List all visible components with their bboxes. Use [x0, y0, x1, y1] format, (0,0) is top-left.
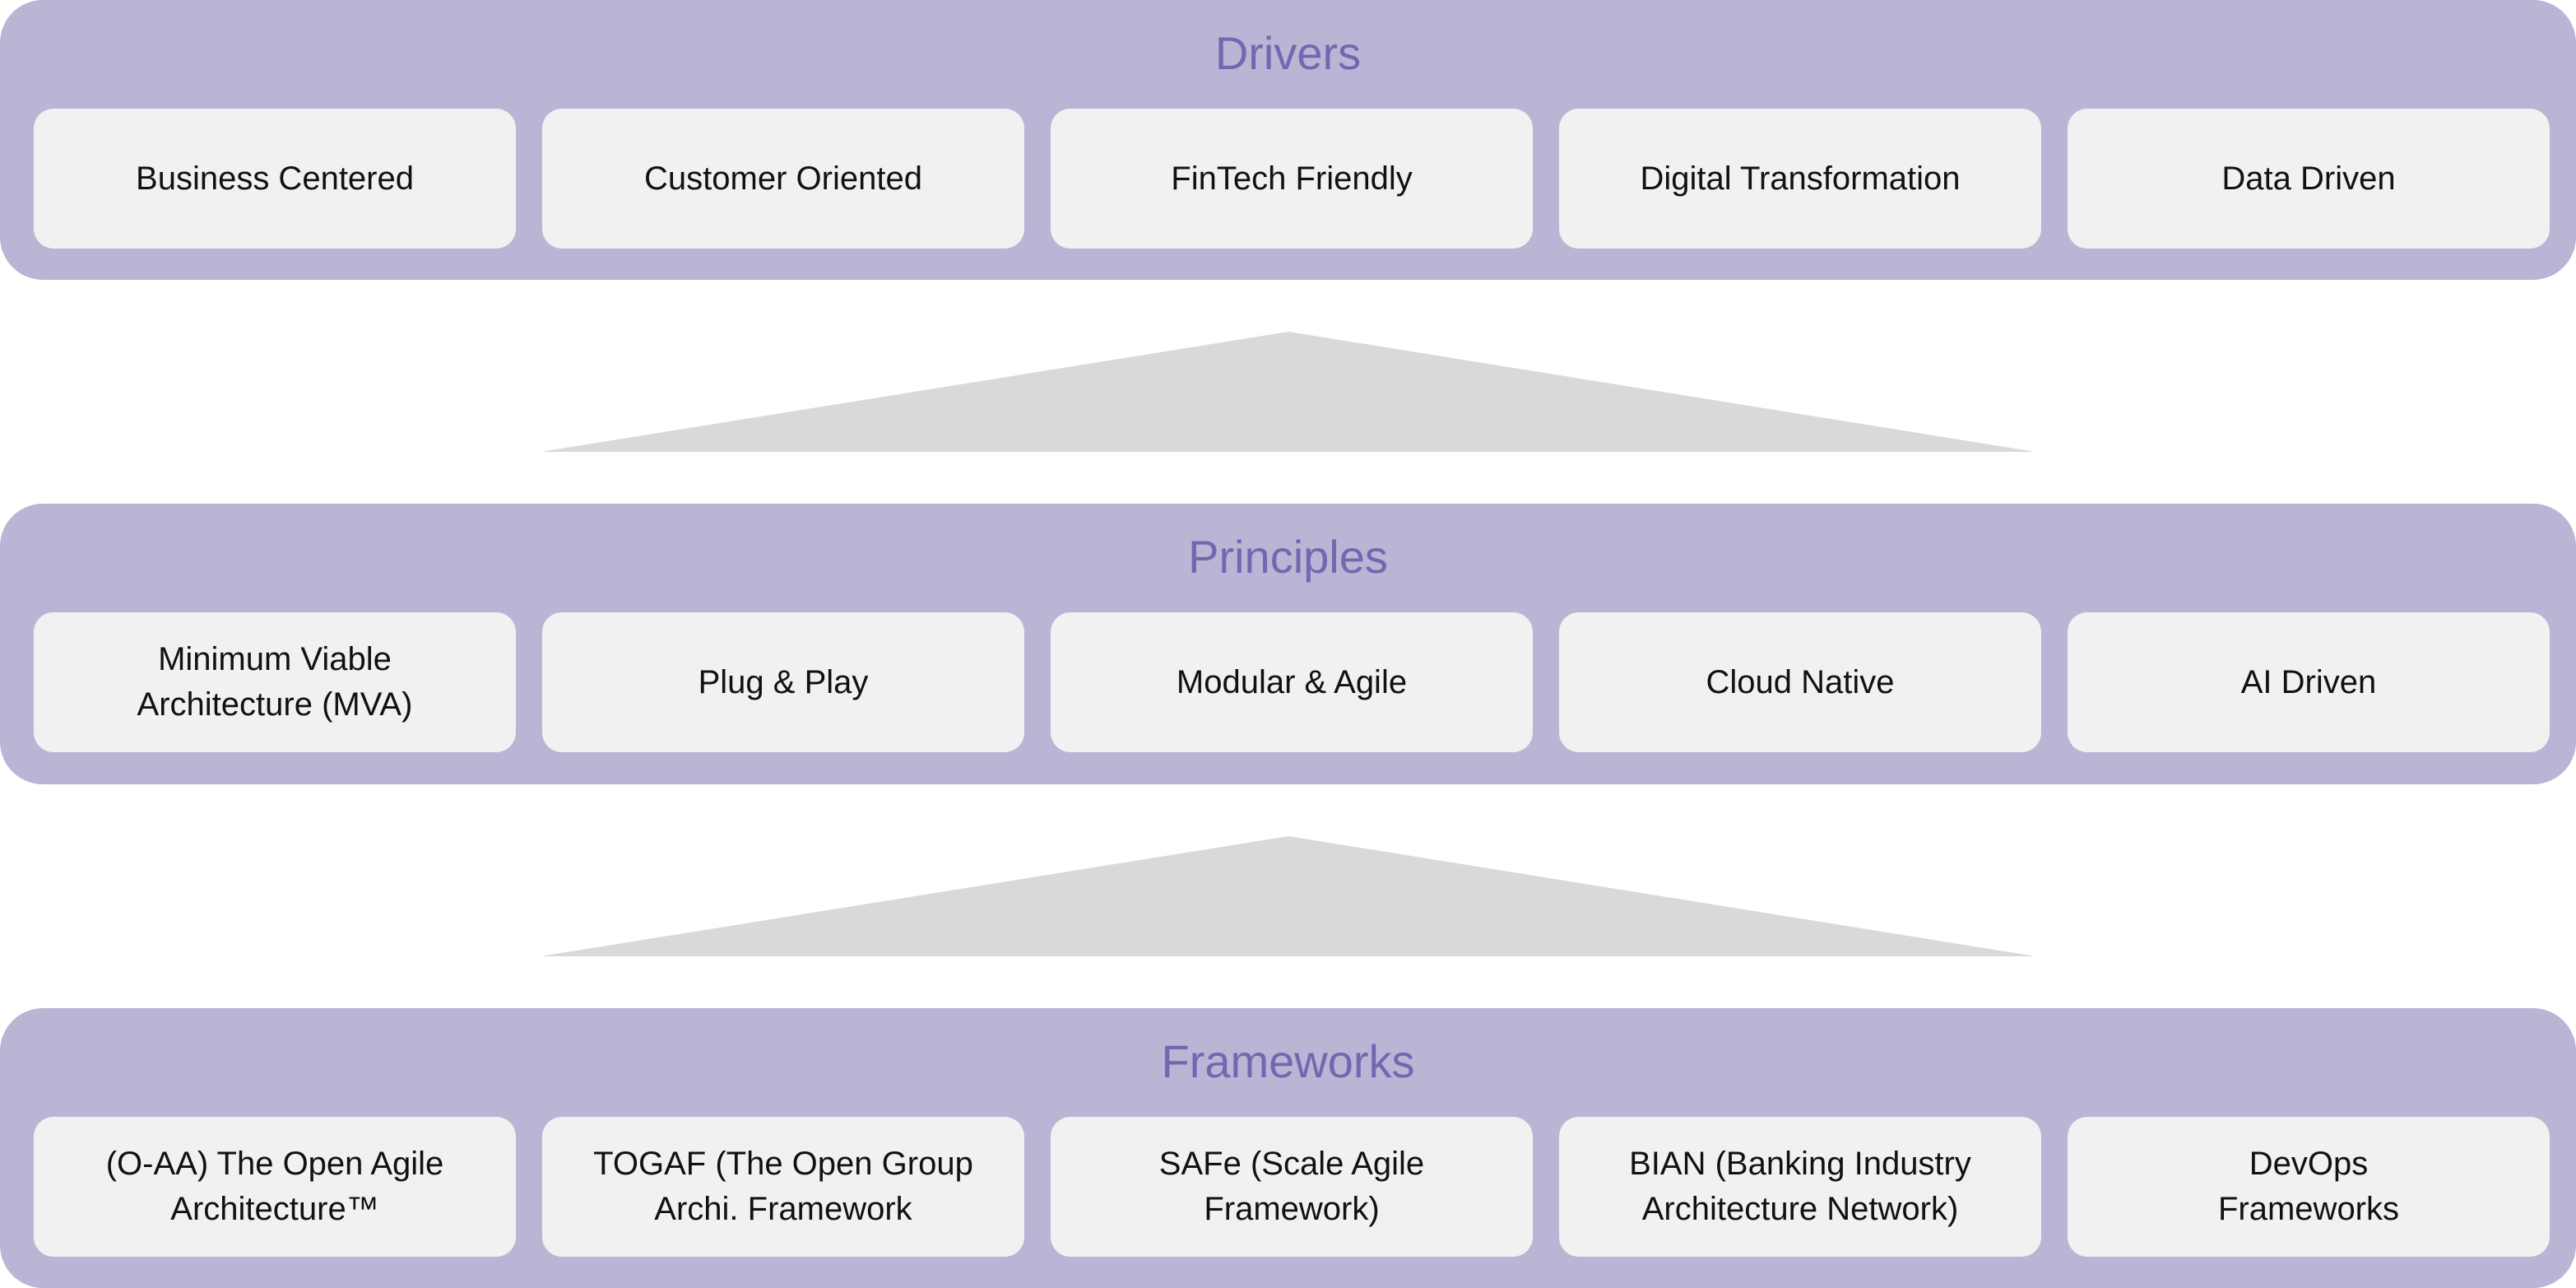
principle-card-ai-driven: AI Driven	[2068, 612, 2550, 752]
driver-card-business-centered: Business Centered	[34, 109, 516, 249]
up-triangle-icon	[541, 836, 2035, 956]
framework-card-safe: SAFe (Scale Agile Framework)	[1051, 1117, 1533, 1257]
principle-card-cloud-native: Cloud Native	[1559, 612, 2041, 752]
connector-triangle-bottom	[541, 836, 2035, 956]
frameworks-cards: (O-AA) The Open Agile Architecture™ TOGA…	[34, 1117, 2550, 1257]
principle-card-label: Modular & Agile	[1176, 663, 1408, 700]
framework-card-togaf: TOGAF (The Open Group Archi. Framework	[542, 1117, 1024, 1257]
connector-triangle-top	[541, 332, 2035, 452]
driver-card-fintech-friendly: FinTech Friendly	[1051, 109, 1533, 249]
framework-card-label: DevOps Frameworks	[2217, 1146, 2400, 1227]
driver-card-data-driven: Data Driven	[2068, 109, 2550, 249]
framework-card-label: BIAN (Banking Industry Architecture Netw…	[1629, 1146, 1971, 1227]
frameworks-title: Frameworks	[1161, 1035, 1415, 1087]
principle-card-label: Minimum Viable Architecture (MVA)	[137, 641, 413, 723]
framework-card-devops-frameworks: DevOps Frameworks	[2068, 1117, 2550, 1257]
principles-title: Principles	[1188, 531, 1388, 583]
principles-band: Principles Minimum Viable Architecture (…	[0, 504, 2576, 784]
principle-card-label: Cloud Native	[1706, 663, 1895, 700]
driver-card-label: FinTech Friendly	[1171, 160, 1413, 197]
principle-card-plug-and-play: Plug & Play	[542, 612, 1024, 752]
principle-card-label: Plug & Play	[698, 663, 869, 700]
framework-card-open-agile-architecture: (O-AA) The Open Agile Architecture™	[34, 1117, 516, 1257]
driver-card-customer-oriented: Customer Oriented	[542, 109, 1024, 249]
frameworks-band: Frameworks (O-AA) The Open Agile Archite…	[0, 1008, 2576, 1288]
drivers-title: Drivers	[1214, 27, 1362, 79]
drivers-cards: Business Centered Customer Oriented FinT…	[34, 109, 2550, 249]
driver-card-label: Digital Transformation	[1640, 160, 1961, 197]
framework-card-bian: BIAN (Banking Industry Architecture Netw…	[1559, 1117, 2041, 1257]
up-triangle-icon	[541, 332, 2035, 452]
driver-card-digital-transformation: Digital Transformation	[1559, 109, 2041, 249]
framework-card-label: TOGAF (The Open Group Archi. Framework	[593, 1146, 973, 1227]
principle-card-label: AI Driven	[2240, 663, 2377, 700]
principles-cards: Minimum Viable Architecture (MVA) Plug &…	[34, 612, 2550, 752]
principle-card-modular-and-agile: Modular & Agile	[1051, 612, 1533, 752]
driver-card-label: Business Centered	[136, 160, 414, 197]
driver-card-label: Customer Oriented	[644, 160, 922, 197]
framework-card-label: (O-AA) The Open Agile Architecture™	[105, 1146, 444, 1227]
driver-card-label: Data Driven	[2221, 160, 2396, 197]
principle-card-minimum-viable-architecture: Minimum Viable Architecture (MVA)	[34, 612, 516, 752]
framework-card-label: SAFe (Scale Agile Framework)	[1158, 1146, 1425, 1227]
drivers-band: Drivers Business Centered Customer Orien…	[0, 0, 2576, 280]
